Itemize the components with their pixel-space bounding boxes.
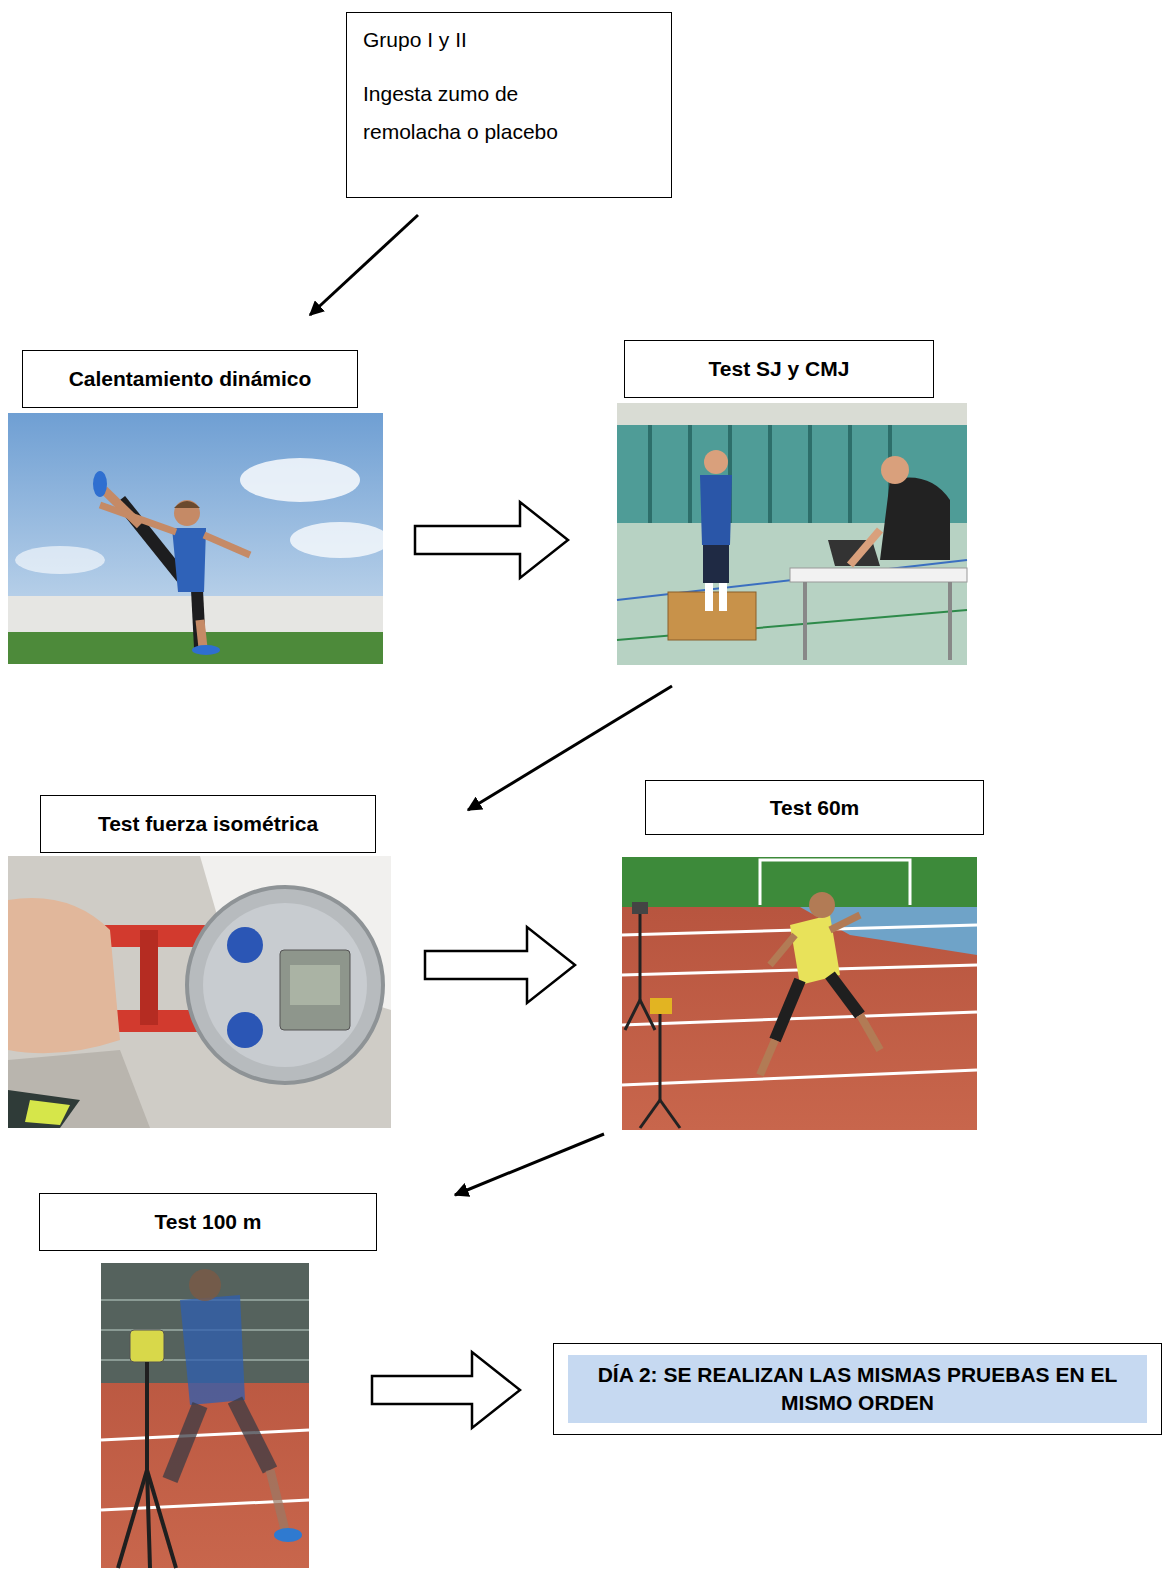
intake-box: Grupo I y II Ingesta zumo de remolacha o … [346,12,672,198]
block-arrow [415,502,568,578]
warmup-photo [8,413,390,664]
sprint-100m-photo [101,1263,309,1568]
step-label: Calentamiento dinámico [22,350,358,408]
step-label: Test fuerza isométrica [40,795,376,853]
block-arrow [425,927,575,1003]
day-two-box: DÍA 2: SE REALIZAN LAS MISMAS PRUEBAS EN… [553,1343,1162,1435]
test-step: Test SJ y CMJ [617,340,967,665]
step-label: Test SJ y CMJ [624,340,934,398]
block-arrow [372,1352,520,1428]
intake-text: Ingesta zumo de remolacha o placebo [363,75,578,151]
test-step: Test fuerza isométrica [8,795,391,1128]
jump-test-photo [617,403,967,665]
step-label: Test 100 m [39,1193,377,1251]
step-label: DÍA 2: SE REALIZAN LAS MISMAS PRUEBAS EN… [568,1355,1147,1423]
flow-arrow [310,215,418,315]
test-step: Test 60m [622,780,984,1130]
step-label: Test 60m [645,780,984,835]
test-step: Calentamiento dinámico [8,350,384,664]
sprint-60m-photo [622,857,977,1130]
flow-arrow [455,1134,604,1195]
group-heading: Grupo I y II [363,27,653,53]
test-step: Test 100 m [39,1193,377,1568]
flow-arrow [468,686,672,810]
dynamometer-photo [8,856,391,1128]
